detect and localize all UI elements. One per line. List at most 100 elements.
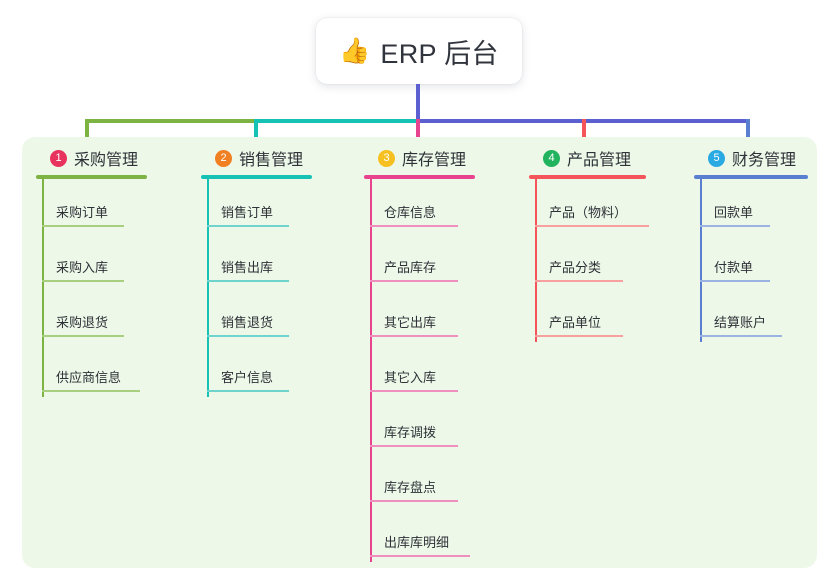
branch-items-3: 仓库信息产品库存其它出库其它入库库存调拨库存盘点出库库明细 — [364, 179, 514, 564]
branch-item[interactable]: 产品单位 — [529, 289, 689, 344]
branch-trunk-line — [207, 179, 209, 397]
branch-item-label: 库存调拨 — [384, 425, 437, 440]
branch-item[interactable]: 其它入库 — [364, 344, 514, 399]
branch-item-label: 产品单位 — [549, 315, 602, 330]
branch-column-3: 3 库存管理仓库信息产品库存其它出库其它入库库存调拨库存盘点出库库明细 — [364, 146, 514, 564]
branch-title: 采购管理 — [74, 152, 139, 169]
connector-drop-sales — [254, 119, 258, 149]
branch-item[interactable]: 供应商信息 — [36, 344, 186, 399]
branch-item-label: 销售出库 — [221, 260, 274, 275]
branch-item-label: 付款单 — [714, 260, 754, 275]
branch-item-label: 回款单 — [714, 205, 754, 220]
thumbs-up-icon: 👍 — [339, 36, 371, 65]
branch-item[interactable]: 销售出库 — [201, 234, 351, 289]
connector-bar-teal — [254, 119, 418, 123]
branch-number-badge: 5 — [708, 149, 725, 167]
branch-number-badge: 2 — [215, 149, 232, 167]
branch-item[interactable]: 出库库明细 — [364, 509, 514, 564]
branch-header-rule — [694, 175, 808, 179]
branch-item-rule — [42, 390, 140, 392]
branch-item[interactable]: 仓库信息 — [364, 179, 514, 234]
branch-item-rule — [370, 500, 458, 502]
branch-title: 财务管理 — [732, 152, 797, 169]
branch-item-label: 采购入库 — [56, 260, 109, 275]
branch-number-badge: 3 — [378, 149, 395, 167]
branch-item-rule — [42, 280, 124, 282]
branch-item[interactable]: 付款单 — [694, 234, 834, 289]
branch-item-label: 采购订单 — [56, 205, 109, 220]
branch-item[interactable]: 销售订单 — [201, 179, 351, 234]
branch-header-rule — [36, 175, 147, 179]
branch-item[interactable]: 回款单 — [694, 179, 834, 234]
branch-item-label: 销售退货 — [221, 315, 274, 330]
branch-item[interactable]: 产品（物料） — [529, 179, 689, 234]
connector-drop-purchase — [85, 119, 89, 149]
branch-item[interactable]: 采购订单 — [36, 179, 186, 234]
root-node-content: 👍 ERP 后台 — [339, 32, 498, 71]
branch-item-label: 产品分类 — [549, 260, 602, 275]
branch-trunk-line — [42, 179, 44, 397]
branch-column-2: 2 销售管理销售订单销售出库销售退货客户信息 — [201, 146, 351, 399]
branch-item-rule — [207, 335, 289, 337]
branch-header-2[interactable]: 2 销售管理 — [201, 146, 351, 170]
branch-item-rule — [700, 335, 782, 337]
connector-drop-product — [582, 119, 586, 149]
branch-item-rule — [207, 280, 289, 282]
branch-item-label: 出库库明细 — [384, 535, 450, 550]
branch-item-label: 销售订单 — [221, 205, 274, 220]
branch-items-1: 采购订单采购入库采购退货供应商信息 — [36, 179, 186, 399]
branch-item-label: 库存盘点 — [384, 480, 437, 495]
root-node-title: ERP 后台 — [380, 38, 499, 69]
branch-header-rule — [364, 175, 475, 179]
branch-item-rule — [207, 390, 289, 392]
branch-item-rule — [535, 335, 623, 337]
branch-item[interactable]: 其它出库 — [364, 289, 514, 344]
branch-item[interactable]: 销售退货 — [201, 289, 351, 344]
branch-item[interactable]: 客户信息 — [201, 344, 351, 399]
branch-item-rule — [370, 555, 470, 557]
branch-item[interactable]: 产品库存 — [364, 234, 514, 289]
branch-item[interactable]: 采购入库 — [36, 234, 186, 289]
branch-item[interactable]: 结算账户 — [694, 289, 834, 344]
branch-item-rule — [207, 225, 289, 227]
diagram-panel — [22, 137, 817, 568]
branch-items-2: 销售订单销售出库销售退货客户信息 — [201, 179, 351, 399]
branch-header-5[interactable]: 5 财务管理 — [694, 146, 834, 170]
branch-item[interactable]: 采购退货 — [36, 289, 186, 344]
branch-item-rule — [370, 335, 458, 337]
branch-item-label: 产品库存 — [384, 260, 437, 275]
branch-title: 库存管理 — [402, 152, 467, 169]
branch-number-badge: 4 — [543, 149, 560, 167]
branch-item-rule — [370, 390, 458, 392]
branch-item[interactable]: 库存调拨 — [364, 399, 514, 454]
branch-trunk-line — [535, 179, 537, 342]
branch-item-label: 客户信息 — [221, 370, 274, 385]
branch-trunk-line — [700, 179, 702, 342]
connector-drop-inventory — [416, 119, 420, 149]
branch-item-rule — [370, 280, 458, 282]
branch-item-rule — [42, 335, 124, 337]
connector-drop-finance — [746, 119, 750, 149]
branch-header-3[interactable]: 3 库存管理 — [364, 146, 514, 170]
branch-item[interactable]: 产品分类 — [529, 234, 689, 289]
branch-title: 销售管理 — [239, 152, 304, 169]
branch-item-rule — [535, 280, 623, 282]
branch-item-rule — [700, 280, 770, 282]
branch-item-rule — [535, 225, 649, 227]
branch-column-5: 5 财务管理回款单付款单结算账户 — [694, 146, 834, 344]
branch-item-label: 其它入库 — [384, 370, 437, 385]
branch-item-rule — [370, 225, 458, 227]
branch-item-rule — [370, 445, 458, 447]
branch-item-label: 其它出库 — [384, 315, 437, 330]
branch-item[interactable]: 库存盘点 — [364, 454, 514, 509]
branch-item-rule — [42, 225, 124, 227]
root-node-card[interactable]: 👍 ERP 后台 — [316, 18, 522, 84]
branch-item-label: 供应商信息 — [56, 370, 122, 385]
branch-item-rule — [700, 225, 770, 227]
branch-header-rule — [201, 175, 312, 179]
branch-items-5: 回款单付款单结算账户 — [694, 179, 834, 344]
